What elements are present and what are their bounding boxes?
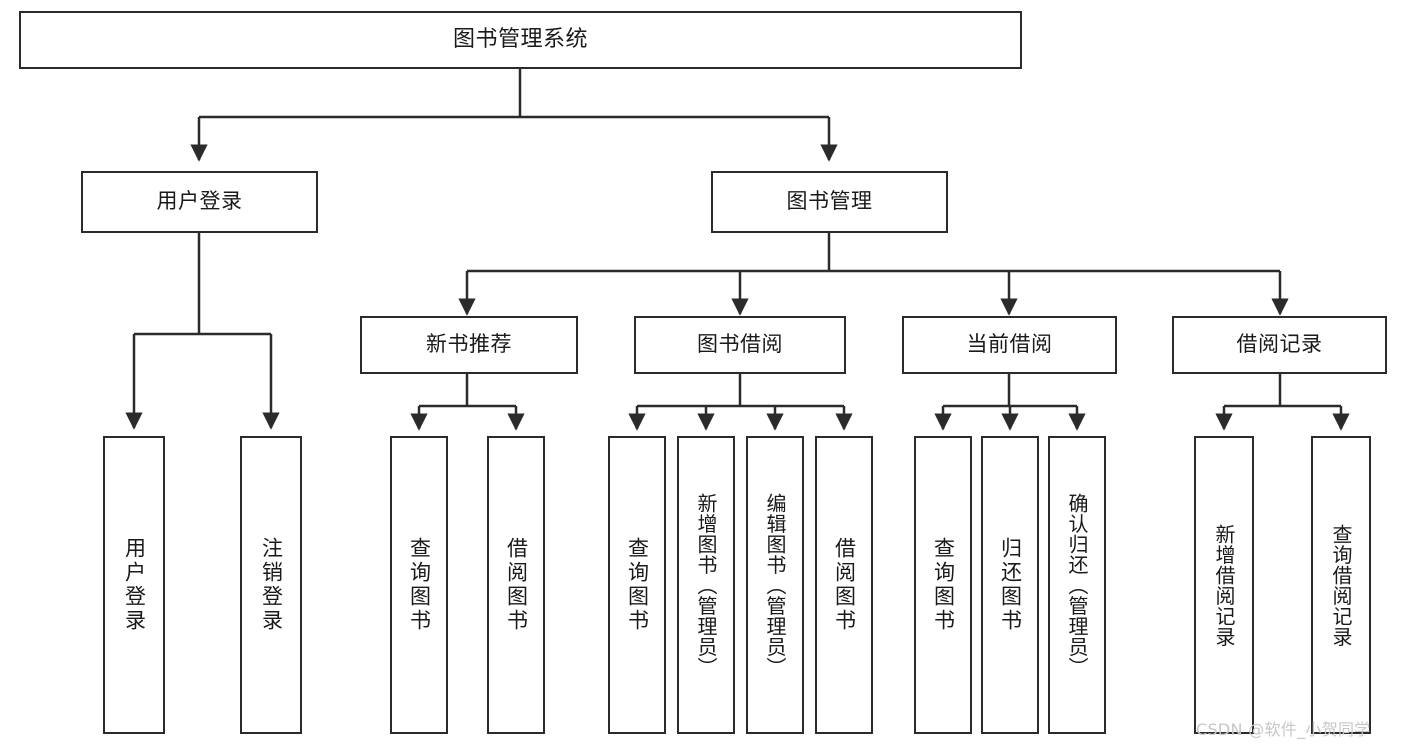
leaf-borrow-record-query[interactable]: 查询借阅记录 <box>1311 436 1371 734</box>
leaf-new-book-borrow-label: 借阅图书 <box>504 537 529 633</box>
leaf-book-borrow-add[interactable]: 新增图书（管理员） <box>677 436 735 734</box>
leaf-current-borrow-return-label: 归还图书 <box>998 537 1023 633</box>
leaf-book-borrow-add-label: 新增图书（管理员） <box>694 492 718 678</box>
leaf-user-login-signin-label: 用户登录 <box>122 537 147 633</box>
leaf-borrow-record-add-label: 新增借阅记录 <box>1212 523 1236 647</box>
leaf-user-login-signout-label: 注销登录 <box>259 537 284 633</box>
csdn-watermark: CSDN @软件_小贺同学 <box>1196 720 1371 739</box>
leaf-user-login-signin[interactable]: 用户登录 <box>103 436 165 734</box>
node-root[interactable]: 图书管理系统 <box>19 11 1022 69</box>
leaf-book-borrow-query-label: 查询图书 <box>625 537 650 633</box>
node-book-management-label: 图书管理 <box>786 189 873 214</box>
leaf-borrow-record-query-label: 查询借阅记录 <box>1329 523 1353 647</box>
node-book-borrow[interactable]: 图书借阅 <box>634 316 846 374</box>
leaf-book-borrow-edit-label: 编辑图书（管理员） <box>763 492 787 678</box>
leaf-borrow-record-add[interactable]: 新增借阅记录 <box>1194 436 1254 734</box>
node-book-management[interactable]: 图书管理 <box>711 171 948 233</box>
leaf-current-borrow-confirm-label: 确认归还（管理员） <box>1065 492 1089 678</box>
node-current-borrow[interactable]: 当前借阅 <box>902 316 1117 374</box>
leaf-book-borrow-borrow[interactable]: 借阅图书 <box>815 436 873 734</box>
node-user-login-label: 用户登录 <box>156 189 243 214</box>
leaf-new-book-query[interactable]: 查询图书 <box>390 436 448 734</box>
leaf-current-borrow-query[interactable]: 查询图书 <box>914 436 972 734</box>
leaf-current-borrow-confirm[interactable]: 确认归还（管理员） <box>1048 436 1106 734</box>
leaf-book-borrow-edit[interactable]: 编辑图书（管理员） <box>746 436 804 734</box>
leaf-book-borrow-borrow-label: 借阅图书 <box>832 537 857 633</box>
leaf-current-borrow-return[interactable]: 归还图书 <box>981 436 1039 734</box>
node-new-book-recommend-label: 新书推荐 <box>426 332 512 357</box>
node-root-label: 图书管理系统 <box>452 26 588 52</box>
leaf-user-login-signout[interactable]: 注销登录 <box>240 436 302 734</box>
node-borrow-record[interactable]: 借阅记录 <box>1172 316 1387 374</box>
node-borrow-record-label: 借阅记录 <box>1236 332 1323 357</box>
node-book-borrow-label: 图书借阅 <box>697 332 783 357</box>
leaf-new-book-query-label: 查询图书 <box>407 537 432 633</box>
leaf-book-borrow-query[interactable]: 查询图书 <box>608 436 666 734</box>
node-new-book-recommend[interactable]: 新书推荐 <box>360 316 578 374</box>
leaf-current-borrow-query-label: 查询图书 <box>931 537 956 633</box>
node-current-borrow-label: 当前借阅 <box>966 332 1053 357</box>
leaf-new-book-borrow[interactable]: 借阅图书 <box>487 436 545 734</box>
node-user-login[interactable]: 用户登录 <box>81 171 318 233</box>
